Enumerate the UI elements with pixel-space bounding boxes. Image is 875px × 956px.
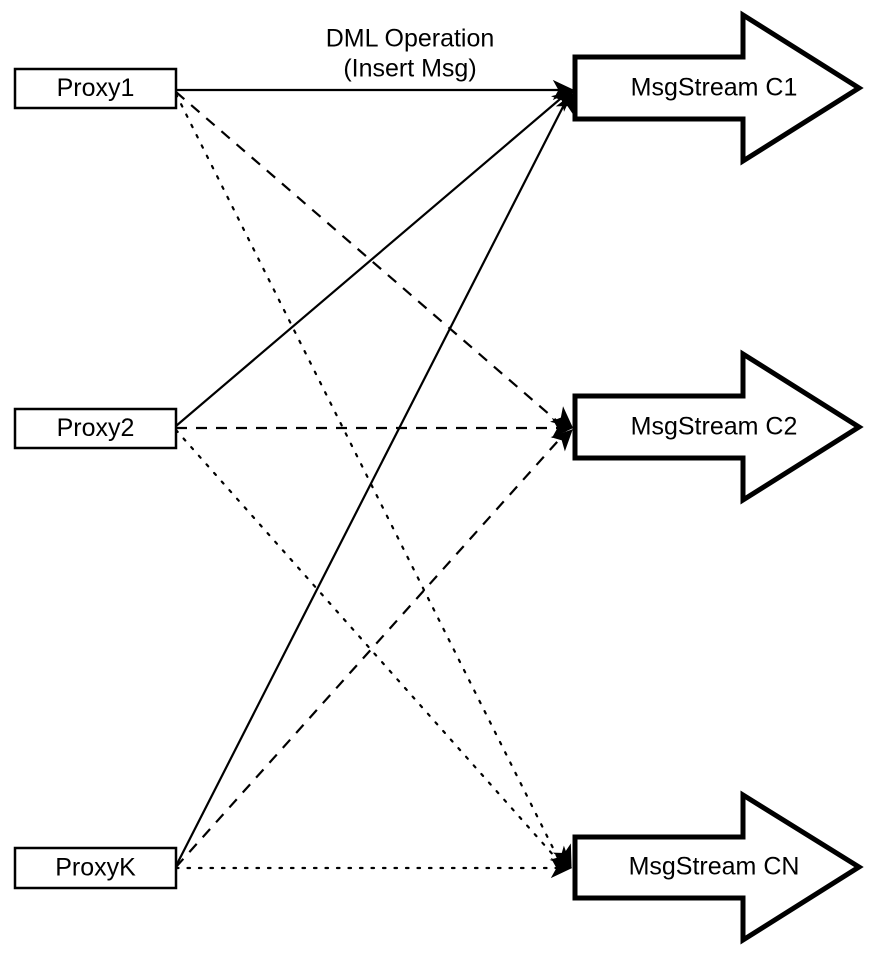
connector-proxyk-c2 — [175, 431, 567, 868]
proxy-node-proxy2[interactable]: Proxy2 — [13, 407, 178, 450]
connector-proxyk-c1 — [175, 96, 569, 867]
arrowhead-head-proxyk-cn — [550, 857, 573, 879]
connector-proxy1-c2 — [175, 91, 566, 429]
edge-label-line1: DML Operation — [326, 25, 495, 53]
proxy-box-proxy2 — [13, 407, 178, 450]
msgstream-node-c2[interactable]: MsgStream C2 — [572, 349, 864, 505]
msgstream-label-c1: MsgStream C1 — [631, 74, 798, 102]
msgstream-arrow-shape-c2 — [572, 349, 864, 505]
msgstream-arrow-shape-c1 — [572, 10, 864, 166]
proxy-label-proxy2: Proxy2 — [57, 414, 135, 442]
connector-proxy2-c1 — [175, 93, 567, 427]
edge-label: DML Operation (Insert Msg) — [326, 25, 495, 83]
msgstream-arrow-shape-cn — [572, 790, 864, 945]
proxy-label-proxy1: Proxy1 — [57, 74, 135, 102]
msgstream-label-c2: MsgStream C2 — [631, 413, 798, 441]
proxy-node-proxyk[interactable]: ProxyK — [13, 846, 178, 890]
proxy-box-proxyk — [13, 846, 178, 890]
proxy-label-proxyk: ProxyK — [55, 854, 136, 882]
connector-proxy2-cn — [174, 428, 565, 868]
msgstream-label-cn: MsgStream CN — [629, 853, 800, 881]
msgstream-node-cn[interactable]: MsgStream CN — [572, 790, 864, 945]
proxy-box-proxy1 — [13, 67, 178, 110]
arrowhead-head-proxyk-c2 — [550, 429, 573, 452]
connections-layer — [174, 88, 569, 870]
proxy-node-proxy1[interactable]: Proxy1 — [13, 67, 178, 110]
streams-layer: MsgStream C1 MsgStream C2 MsgStream CN — [572, 10, 864, 945]
edge-label-line2: (Insert Msg) — [343, 55, 476, 83]
msgstream-node-c1[interactable]: MsgStream C1 — [572, 10, 864, 166]
